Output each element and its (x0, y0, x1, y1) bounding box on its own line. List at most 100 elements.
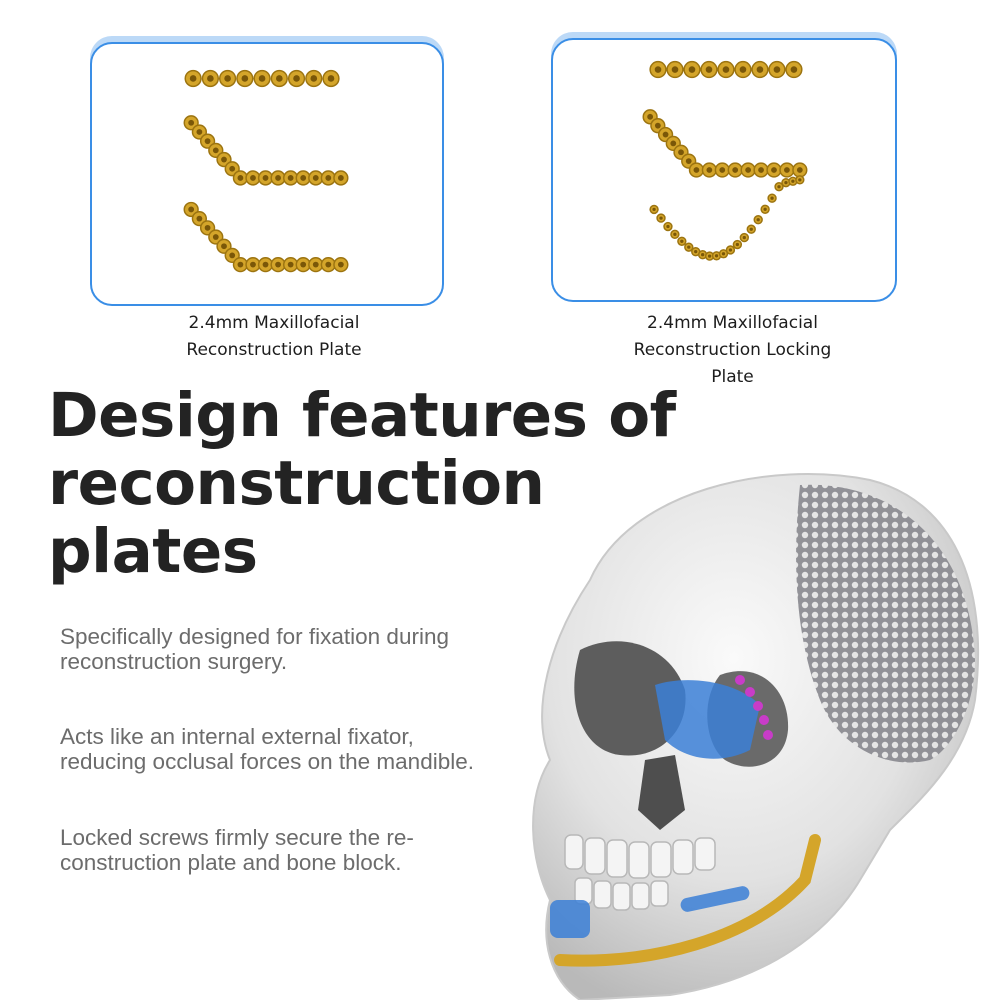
product-panel-reconstruction-locking-plate (551, 38, 897, 302)
chin-plate-icon (550, 900, 590, 938)
plate-hole-center (694, 250, 698, 254)
caption-reconstruction-plate: 2.4mm Maxillofacial Reconstruction Plate (120, 310, 428, 364)
plate-hole-center (310, 75, 318, 82)
plate-hole-center (262, 175, 269, 181)
plate-hole-center (784, 181, 788, 185)
plate-hole-center (688, 66, 696, 73)
feature-text-3: Locked screws firmly secure the re-const… (60, 825, 414, 875)
product-panel-reconstruction-plate (90, 42, 444, 306)
plate-hole-center (732, 167, 739, 173)
plate-hole-center (325, 261, 332, 268)
plate-hole-center (221, 156, 227, 163)
plate-hole-center (756, 218, 760, 222)
plate-hole-center (237, 261, 244, 268)
plate-hole-center (237, 175, 244, 181)
feature-text-1: Specifically designed for fixation durin… (60, 624, 449, 674)
plate-hole-center (276, 75, 283, 82)
plate-hole-center (798, 178, 802, 182)
plate-hole-center (241, 75, 249, 82)
plate-hole-center (287, 175, 294, 181)
skull-with-implants-illustration (470, 460, 1000, 1002)
feature-text-2: Acts like an internal external fixator, … (60, 724, 474, 774)
plate-hole-center (701, 253, 705, 257)
titanium-mesh-icon (796, 484, 975, 763)
plate-hole-center (784, 167, 790, 173)
plate-hole-center (745, 167, 752, 173)
orbital-implant-icon (655, 680, 760, 759)
plate-hole-center (758, 167, 764, 173)
plate-hole-center (671, 66, 679, 73)
plate-hole-center (722, 66, 730, 73)
plate-hole-center (735, 242, 740, 247)
plate-hole-center (221, 243, 227, 250)
plate-hole-center (790, 66, 798, 73)
magenta-plate-icon (735, 675, 773, 740)
plate-hole-center (719, 167, 726, 173)
plate-hole-center (706, 167, 713, 173)
plate-hole-center (652, 207, 656, 212)
plate-hole-center (196, 215, 203, 222)
plate-hole-center (258, 75, 266, 82)
plate-hole-center (687, 245, 691, 249)
plate-hole-center (293, 75, 300, 82)
plate-hole-center (666, 224, 670, 229)
plate-hole-center (777, 185, 781, 189)
plate-hole-center (678, 149, 684, 156)
plate-hole-center (739, 66, 747, 73)
plate-hole-center (756, 66, 764, 73)
plate-hole-center (770, 196, 774, 200)
plate-hole-center (707, 254, 712, 258)
plate-hole-center (654, 66, 662, 73)
plate-hole-center (773, 66, 781, 73)
plate-hole-center (300, 175, 307, 181)
plate-hole-center (796, 167, 803, 173)
plate-hole-center (327, 75, 335, 82)
plate-hole-center (325, 175, 332, 181)
plate-hole-center (229, 252, 236, 259)
plate-hole-center (647, 113, 654, 120)
plate-hole-center (673, 232, 677, 236)
plate-hole-center (188, 206, 195, 213)
reconstruction-locking-plate-images (642, 60, 808, 261)
plate-hole-center (300, 261, 307, 268)
plate-hole-center (693, 167, 700, 173)
mandible-reconstruction-plate-icon (554, 834, 821, 967)
skull-icon (532, 473, 979, 1002)
plate-hole-center (212, 147, 219, 154)
plate-hole-center (262, 261, 269, 268)
plate-hole-center (705, 66, 713, 73)
plate-hole-center (337, 175, 344, 181)
plate-hole-center (275, 175, 281, 181)
plate-hole-center (728, 248, 733, 252)
plate-hole-center (721, 252, 726, 256)
reconstruction-plate-images (183, 69, 349, 273)
plate-hole-center (212, 234, 219, 240)
plate-hole-center (188, 119, 195, 126)
plate-hole-center (771, 167, 777, 173)
plate-hole-center (659, 216, 663, 220)
plate-hole-center (680, 239, 684, 243)
plate-hole-center (742, 235, 746, 240)
headline: Design features of reconstruction plates (48, 380, 676, 587)
plate-hole-center (229, 165, 236, 172)
plate-hole-center (763, 207, 767, 211)
plate-hole-center (685, 158, 692, 165)
plate-hole-center (250, 261, 256, 268)
plate-hole-center (189, 75, 197, 82)
plate-hole-center (250, 175, 256, 181)
plate-hole-center (749, 227, 753, 231)
plate-hole-center (791, 179, 795, 183)
plate-hole-center (662, 131, 669, 138)
plate-hole-center (207, 75, 214, 82)
caption-text: 2.4mm Maxillofacial Reconstruction Plate (186, 313, 362, 360)
plate-hole-center (312, 175, 319, 181)
plate-hole-center (337, 261, 344, 268)
plate-hole-center (312, 261, 319, 268)
caption-text: 2.4mm Maxillofacial Reconstruction Locki… (633, 313, 832, 387)
plate-hole-center (654, 122, 661, 129)
plate-hole-center (196, 129, 203, 135)
plate-hole-center (224, 75, 231, 82)
plate-hole-center (275, 261, 281, 268)
caption-reconstruction-locking-plate: 2.4mm Maxillofacial Reconstruction Locki… (590, 310, 875, 391)
plate-hole-center (204, 224, 211, 231)
